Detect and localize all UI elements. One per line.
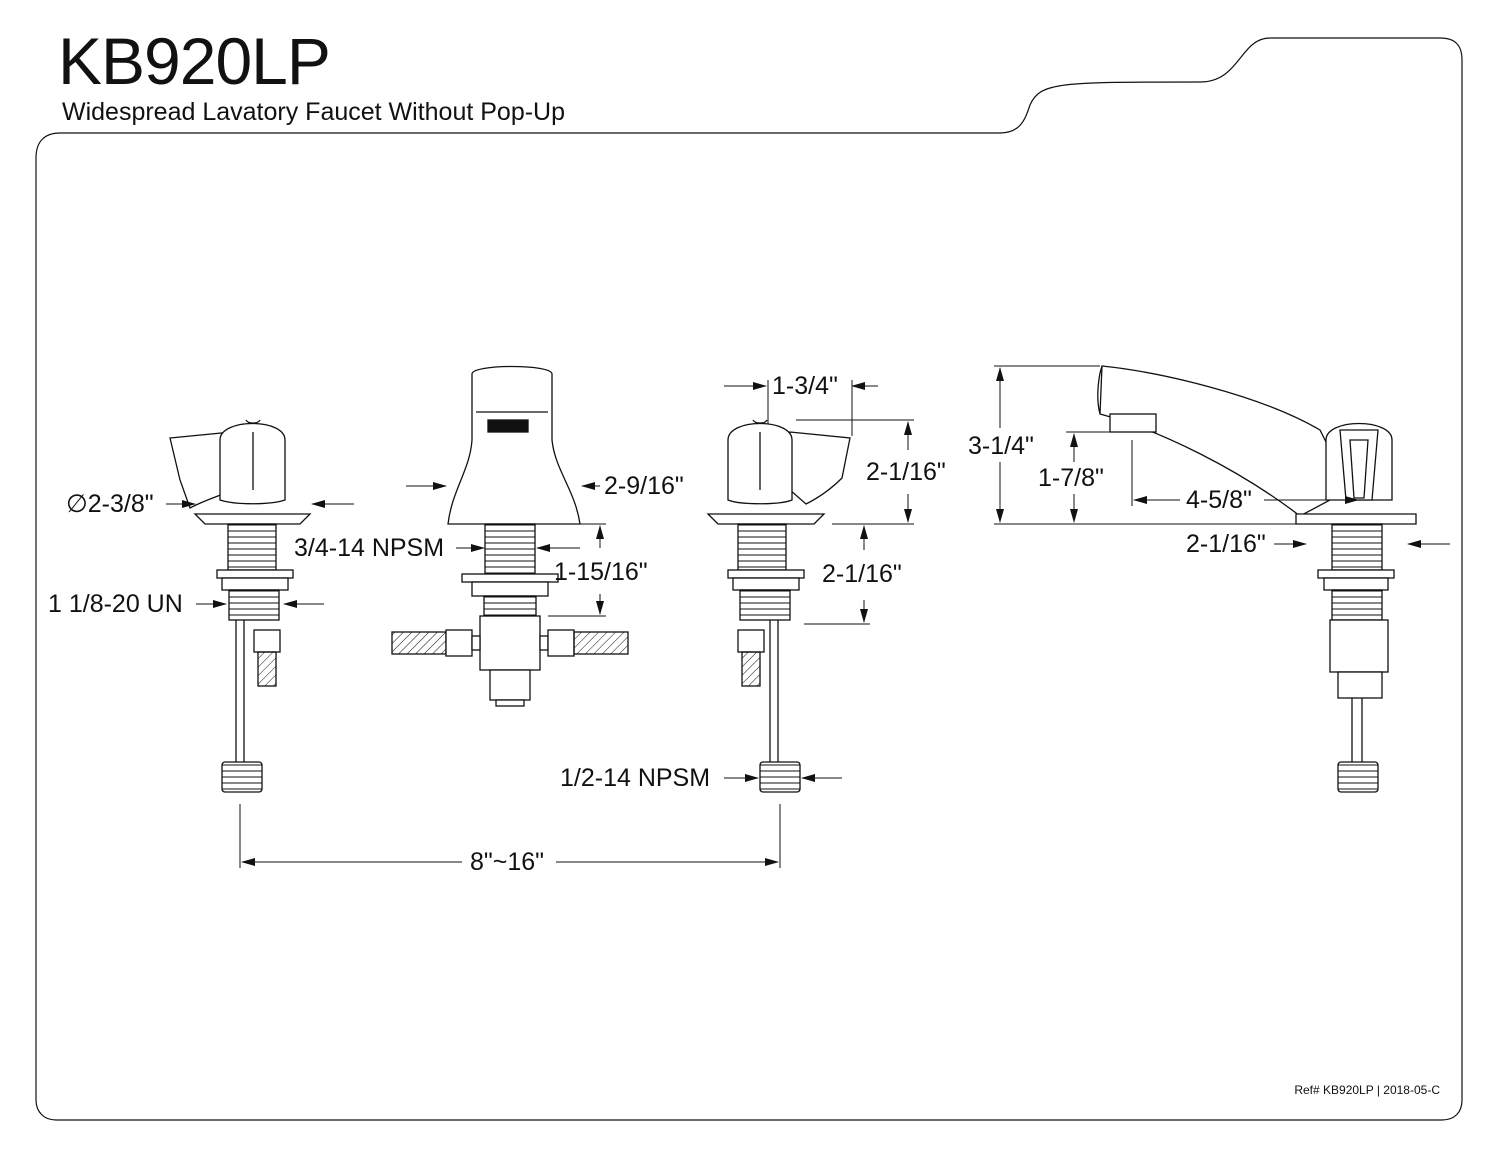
spout-height-label: 3-1/4" [968, 432, 1034, 460]
supply-thread-label: 1/2-14 NPSM [560, 764, 711, 792]
spout-front-drawing [391, 365, 629, 707]
model-title: KB920LP [58, 24, 331, 98]
spout-width-label: 2-9/16" [604, 472, 684, 500]
handle-shank-label: 2-1/16" [822, 560, 902, 588]
handle-height-label: 2-1/16" [866, 458, 946, 486]
left-handle-drawing [169, 419, 312, 793]
spout-reach-label: 4-5/8" [1186, 486, 1252, 514]
escutcheon-label: 2-1/16" [1186, 530, 1266, 558]
spout-clearance-label: 1-7/8" [1038, 464, 1104, 492]
right-handle-drawing [706, 419, 851, 793]
dimension-lines [166, 365, 1450, 868]
handle-width-label: 1-3/4" [772, 372, 838, 400]
handle-diameter-label: ∅2-3/8" [66, 490, 154, 518]
side-view-drawing [1097, 365, 1417, 793]
handle-thread-label: 1 1/8-20 UN [48, 590, 183, 618]
product-description: Widespread Lavatory Faucet Without Pop-U… [62, 98, 566, 126]
spout-shank-label: 1-15/16" [554, 558, 648, 586]
reference-note: Ref# KB920LP | 2018-05-C [1294, 1083, 1440, 1097]
sheet-border [35, 37, 1463, 1121]
spout-thread-label: 3/4-14 NPSM [294, 534, 445, 562]
spread-label: 8"~16" [470, 848, 545, 876]
